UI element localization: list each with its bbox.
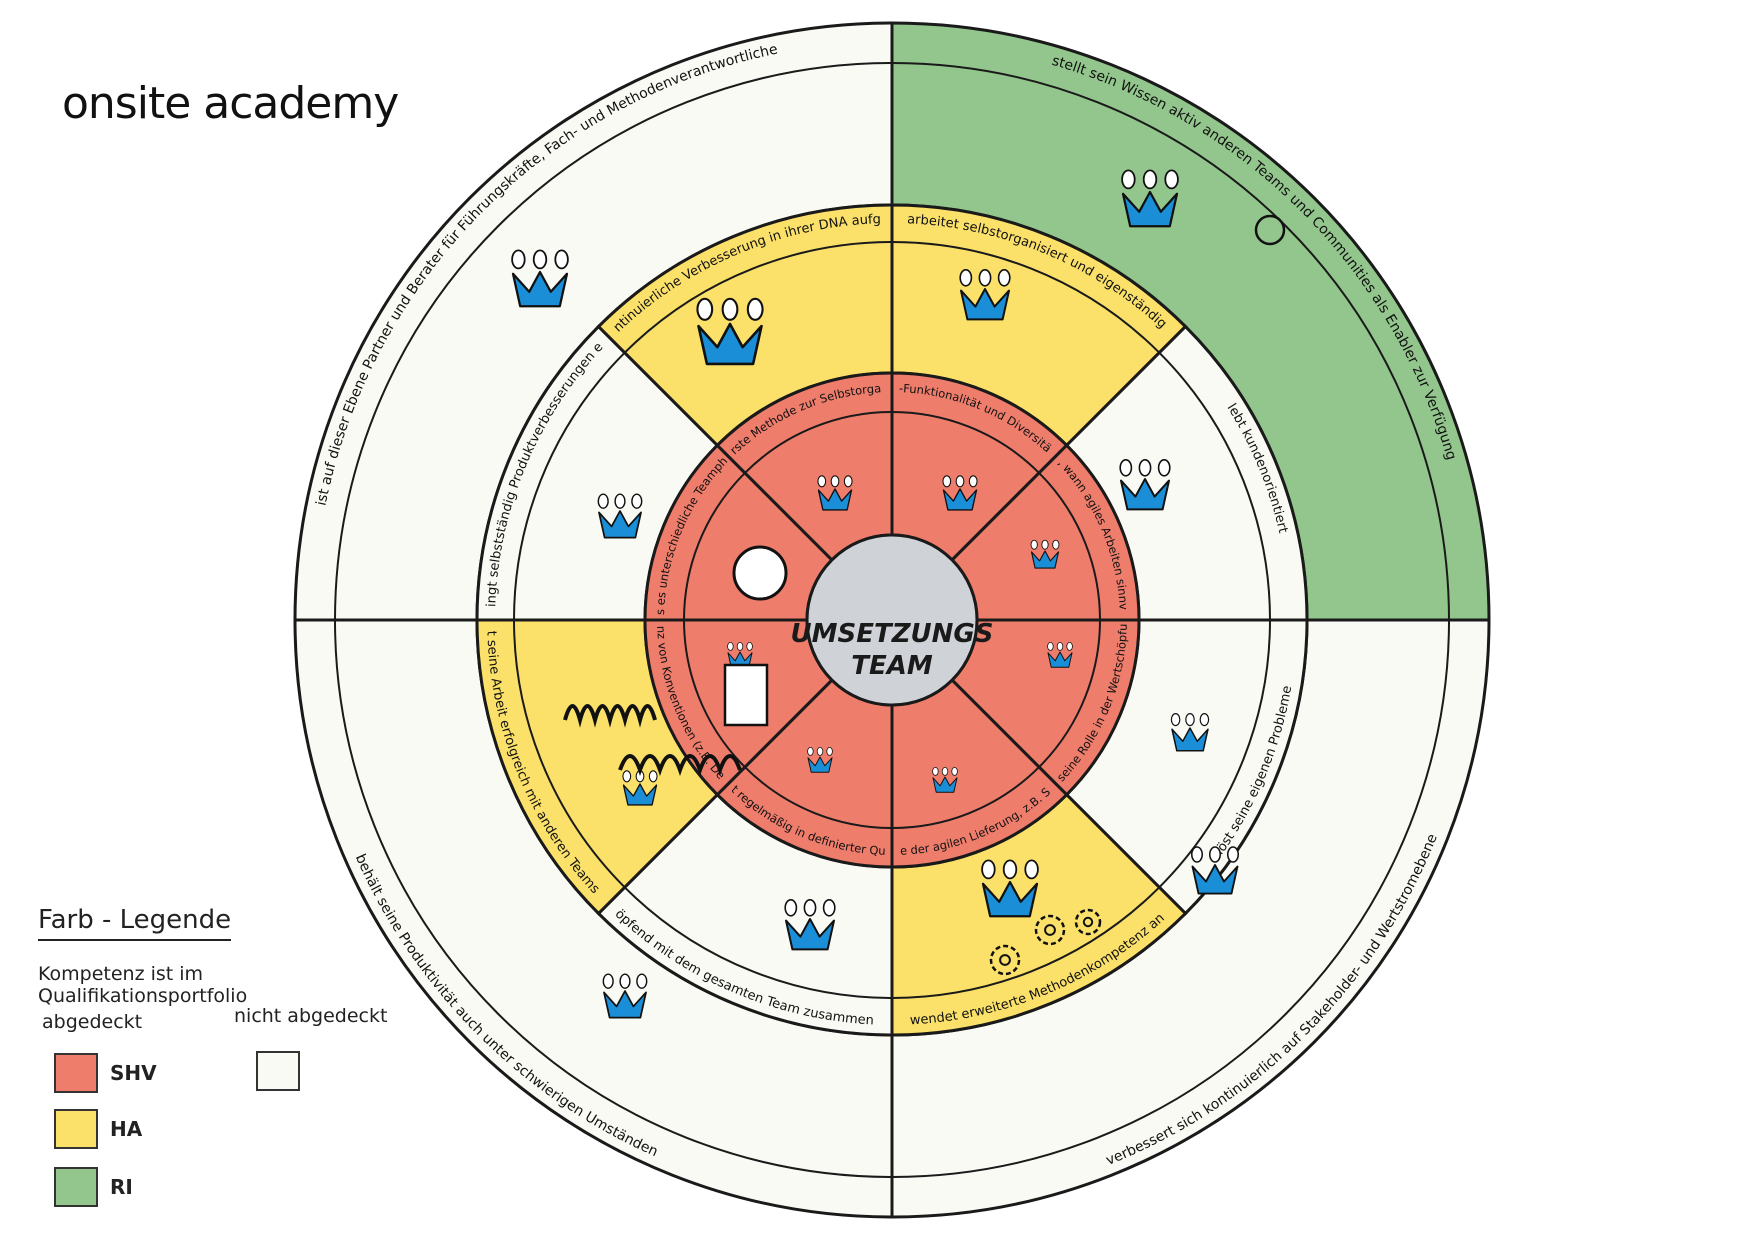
center-hub: UMSETZUNGS TEAM [791,533,994,707]
legend-swatch-ri [54,1167,98,1207]
legend-swatch-shv [54,1053,98,1093]
advisor-crown-icon [511,249,569,308]
product-improvement-crown-icon [597,493,643,539]
legend-label-ri: RI [110,1175,133,1199]
legend-title: Farb - Legende [38,905,232,941]
definition-of-done-crown-icon [727,641,753,668]
center-title-line2: TEAM [851,651,933,681]
band-separator-0 [334,62,1450,1178]
self-organised-crown-icon [959,268,1011,321]
teamwork-crown-icon [784,898,836,951]
legend-subtitle: Kompetenz ist im Qualifikationsportfolio [38,963,248,1007]
quality-crown-icon [807,746,833,773]
legend-not-covered-label: nicht abgedeckt [234,1005,388,1027]
legend-label-ha: HA [110,1117,143,1141]
continuous-improvement-crown-icon [696,297,764,366]
band-separator-1 [513,241,1271,999]
legend-swatch-not-covered [256,1051,300,1091]
value-chain-crown-icon [1047,641,1073,668]
legend-label-shv: SHV [110,1061,157,1085]
sync-wave-icon-2 [618,754,742,776]
agile-when-crown-icon [1030,539,1060,569]
diversity-crown-icon [942,475,978,511]
lightbulb-icon [1254,214,1286,246]
hub-circle [805,533,979,707]
self-organisation-crown-icon [817,475,853,511]
method-competence-crown-icon [981,859,1039,918]
improvement-crown-icon [1191,846,1239,895]
customer-oriented-crown-icon [1119,458,1171,511]
wheel-illustrations [511,169,1286,1019]
gear-icon [989,944,1021,976]
gear-icon-2 [1034,914,1066,946]
color-legend: Farb - Legende Kompetenz ist im Qualifik… [38,905,418,1225]
problem-solving-crown-icon [1170,712,1210,752]
scrum-kanban-crown-icon [932,766,958,793]
sync-crown-icon [622,770,658,806]
legend-swatch-ha [54,1109,98,1149]
brand-logo: onsite academy [62,78,399,129]
band-separator-2 [683,411,1101,829]
legend-covered-label: abgedeckt [42,1011,143,1033]
gear-icon-3 [1074,908,1102,936]
checklist-icon [723,663,769,727]
center-title-line1: UMSETZUNGS [791,619,994,649]
sync-wave-icon [563,704,657,728]
alarm-clock-icon [732,545,788,601]
enabler-crown-icon [1121,169,1179,228]
resilience-crown-icon [602,973,648,1019]
